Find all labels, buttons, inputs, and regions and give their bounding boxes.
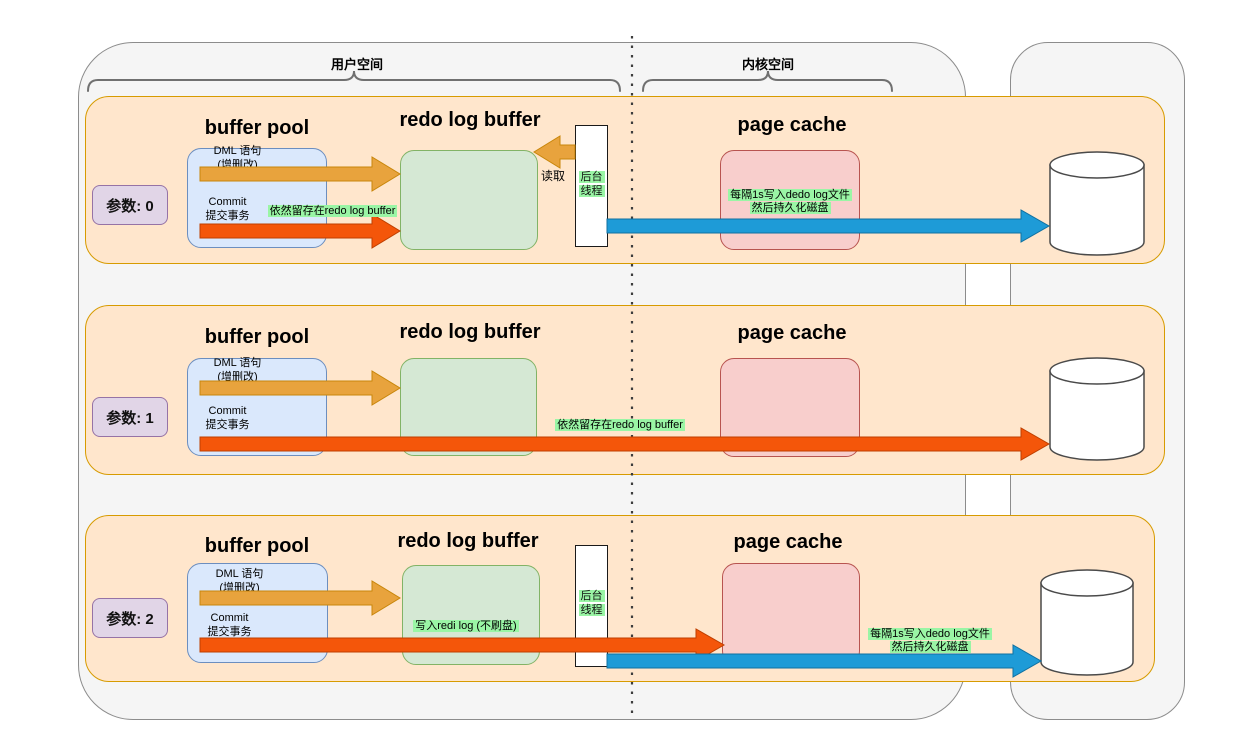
- redo-log-buffer-box-row0: [400, 150, 538, 250]
- commit-label-row2: Commit 提交事务: [207, 612, 252, 638]
- background-thread-label-row2: 后台 线程: [578, 590, 605, 616]
- page-cache-title-row1: page cache: [737, 322, 847, 344]
- user-space-label: 用户空间: [330, 57, 383, 72]
- buffer-pool-title-row0: buffer pool: [204, 117, 310, 139]
- buffer-pool-title-row1: buffer pool: [204, 326, 310, 348]
- page-cache-box-row2: [722, 563, 860, 665]
- note-page-cache-row2: 每隔1s写入dedo log文件 然后持久化磁盘: [868, 628, 992, 653]
- dml-label-row2: DML 语句 (增删改): [215, 568, 264, 594]
- background-thread-label-row0: 后台 线程: [578, 171, 605, 197]
- buffer-pool-title-row2: buffer pool: [204, 535, 310, 557]
- page-cache-box-row1: [720, 358, 860, 457]
- page-cache-title-row2: page cache: [733, 531, 843, 553]
- redo-log-buffer-box-row1: [400, 358, 537, 456]
- param-1-badge: 参数: 1: [92, 397, 168, 437]
- dml-label-row0: DML 语句 (增删改): [213, 145, 262, 171]
- note-write-redo-row2: 写入redi log (不刷盘): [413, 620, 519, 632]
- redo-log-buffer-title-row2: redo log buffer: [397, 530, 539, 552]
- commit-label-row1: Commit 提交事务: [205, 405, 250, 431]
- note-still-in-redo-row1: 依然留存在redo log buffer: [555, 419, 685, 431]
- redo-log-buffer-title-row0: redo log buffer: [399, 109, 541, 131]
- param-0-badge: 参数: 0: [92, 185, 168, 225]
- redo-log-buffer-box-row2: [402, 565, 540, 665]
- note-still-in-redo-row0: 依然留存在redo log buffer: [267, 205, 398, 217]
- page-cache-title-row0: page cache: [737, 114, 847, 136]
- redo-log-buffer-title-row1: redo log buffer: [399, 321, 541, 343]
- kernel-space-label: 内核空间: [741, 57, 794, 72]
- note-page-cache-row0: 每隔1s写入dedo log文件 然后持久化磁盘: [728, 189, 852, 214]
- param-2-badge: 参数: 2: [92, 598, 168, 638]
- dml-label-row1: DML 语句 (增删改): [213, 357, 262, 383]
- read-label-row0: 读取: [541, 169, 566, 183]
